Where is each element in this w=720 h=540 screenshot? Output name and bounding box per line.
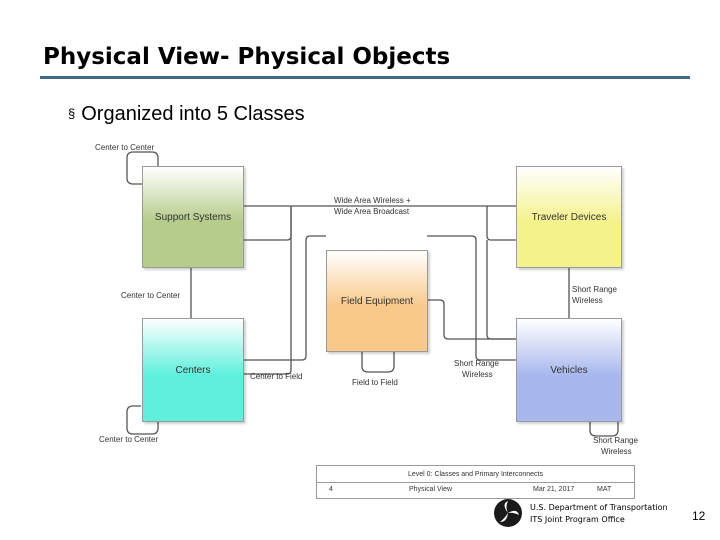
label-short-range-right-2: Wireless — [572, 296, 603, 305]
footer-line1: U.S. Department of Transportation — [530, 503, 668, 512]
centers-box: Centers — [142, 318, 244, 422]
label-short-range-right-1: Short Range — [572, 285, 617, 294]
label-short-range-bottom-2: Wireless — [601, 447, 632, 456]
loop-support-self — [126, 151, 159, 185]
caption-number: 4 — [329, 486, 333, 493]
diagram-caption-table: Level 0: Classes and Primary Interconnec… — [316, 465, 635, 499]
label-short-range-bottom-1: Short Range — [593, 436, 638, 445]
traveler-devices-box: Traveler Devices — [516, 166, 622, 268]
slide-title: Physical View- Physical Objects — [43, 44, 451, 70]
field-vehicles-line2 — [475, 355, 516, 361]
support-systems-box: Support Systems — [142, 166, 244, 268]
vehicles-box: Vehicles — [516, 318, 622, 422]
footer-line2: ITS Joint Program Office — [530, 515, 625, 524]
bullet-item: § Organized into 5 Classes — [68, 103, 305, 126]
caption-date: Mar 21, 2017 — [533, 486, 575, 493]
label-center-to-center-top: Center to Center — [95, 143, 155, 152]
caption-row: 4 Physical View Mar 21, 2017 MAT — [317, 483, 634, 498]
caption-view: Physical View — [409, 486, 453, 493]
label-short-range-mid-2: Wireless — [462, 370, 493, 379]
wide-area-branch-right — [486, 206, 516, 241]
field-traveler-line — [427, 235, 477, 356]
label-field-to-field: Field to Field — [352, 378, 398, 387]
title-divider — [40, 76, 690, 79]
label-center-to-field: Center to Field — [250, 372, 303, 381]
wide-area-branch-left — [243, 206, 292, 241]
label-center-to-center-bottom: Center to Center — [99, 435, 159, 444]
field-vehicles-line — [427, 299, 516, 340]
loop-field-self — [361, 351, 395, 373]
bullet-icon: § — [68, 106, 76, 121]
loop-centers-self — [126, 405, 159, 435]
bullet-text: Organized into 5 Classes — [81, 103, 305, 125]
page-number: 12 — [692, 509, 706, 523]
footer-department: U.S. Department of Transportation ITS Jo… — [530, 502, 668, 526]
label-short-range-mid-1: Short Range — [454, 359, 499, 368]
caption-author: MAT — [597, 486, 612, 493]
label-wide-area-2: Wide Area Broadcast — [334, 207, 410, 216]
usdot-logo-icon — [494, 499, 522, 527]
label-center-to-center-mid: Center to Center — [121, 291, 181, 300]
wide-area-branch-left-down — [243, 206, 292, 375]
caption-title: Level 0: Classes and Primary Interconnec… — [317, 466, 634, 483]
label-wide-area-1: Wide Area Wireless + — [334, 196, 411, 205]
center-field-line — [243, 235, 326, 361]
shortrange-line-mid — [486, 240, 516, 340]
field-equipment-box: Field Equipment — [326, 250, 428, 352]
